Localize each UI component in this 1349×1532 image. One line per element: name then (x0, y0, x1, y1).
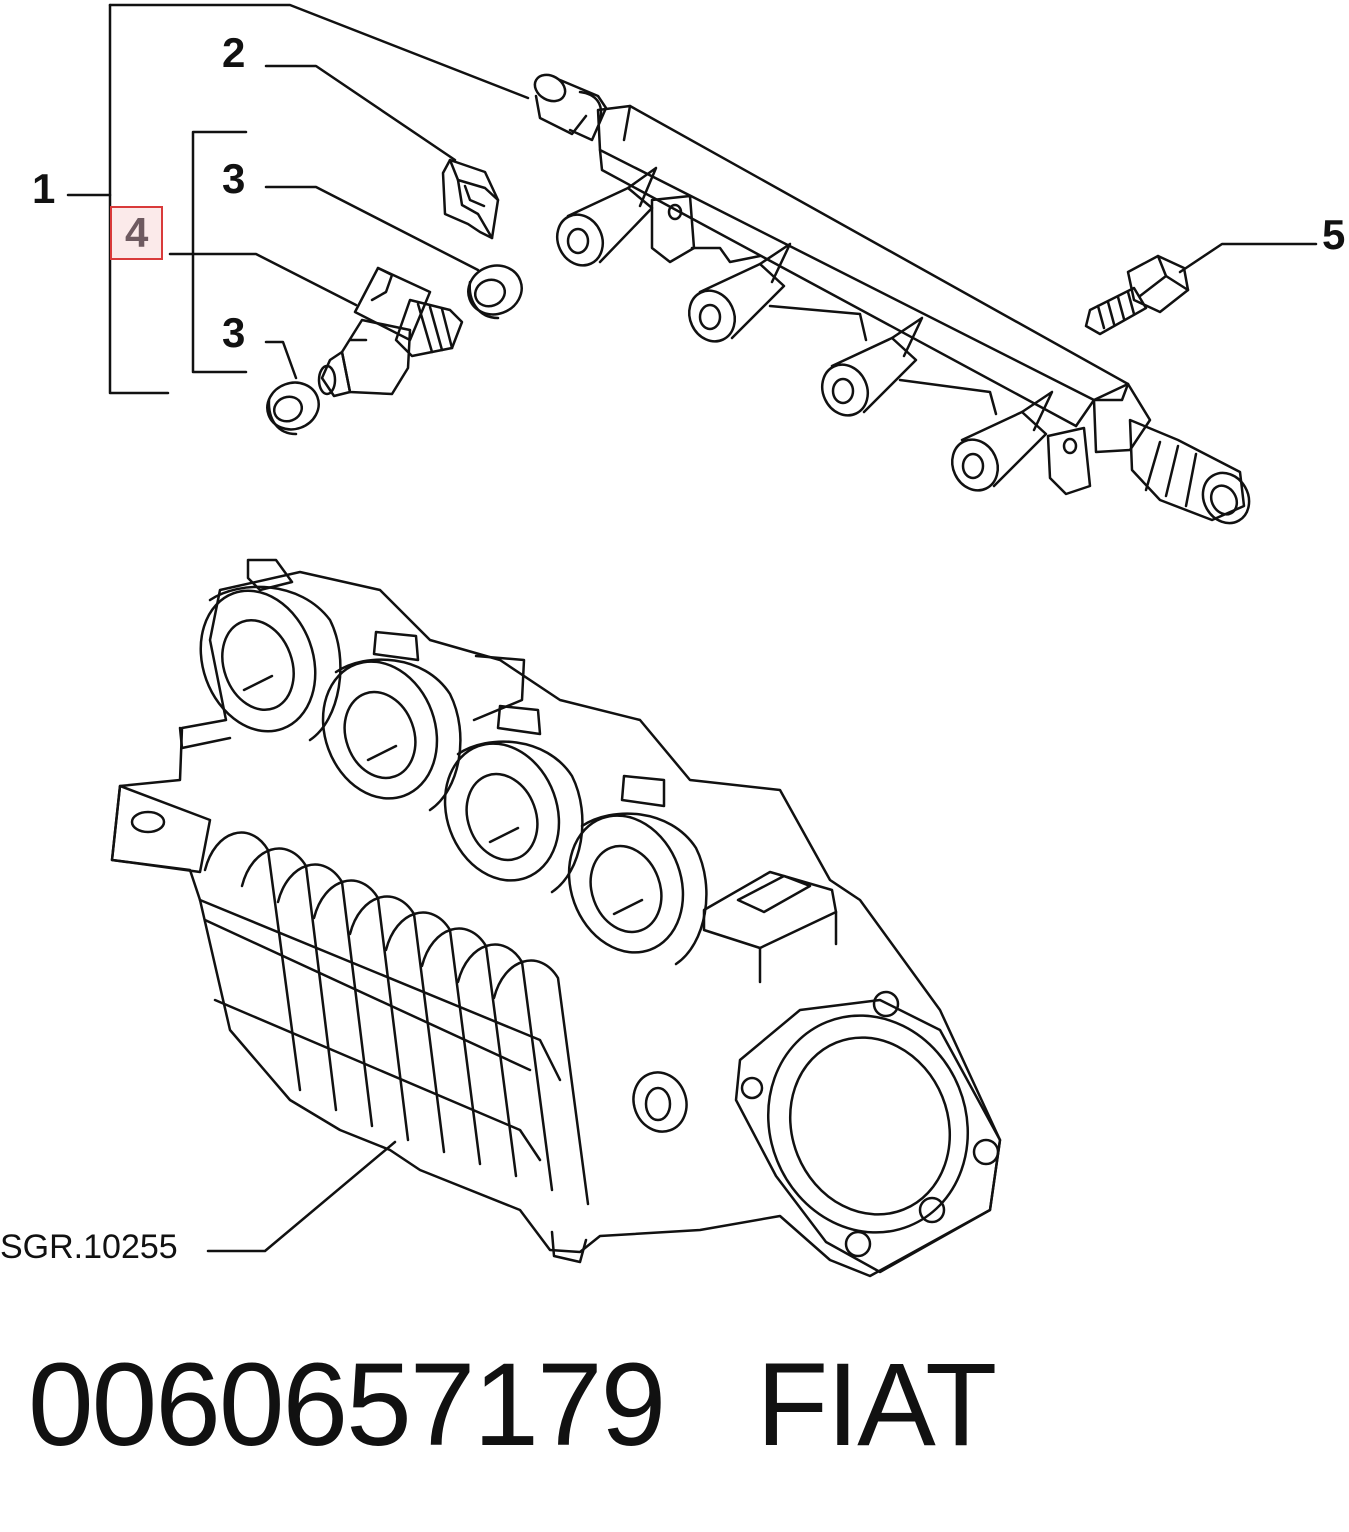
seal-ring-lower (266, 381, 320, 436)
seal-ring-upper (467, 264, 523, 320)
throttle-flange (734, 990, 1002, 1274)
intake-manifold-part (110, 558, 1002, 1278)
callout-3-upper: 3 (222, 155, 246, 202)
parts-diagram (66, 3, 1318, 1278)
diagram-reference-code: SGR.10255 (0, 1228, 178, 1266)
callout-1: 1 (32, 165, 56, 212)
clip-part (441, 158, 500, 240)
bolt-part (1084, 254, 1190, 336)
rail-cup-4 (950, 390, 1092, 496)
rail-cup-1 (555, 166, 696, 267)
rail-cup-3 (820, 316, 998, 417)
runner-flange-3 (443, 704, 584, 894)
part-number: 0060657179 (28, 1339, 666, 1471)
brand-name: FIAT (756, 1339, 997, 1471)
callout-leaders (66, 3, 1318, 1253)
runner-flange-2 (321, 630, 526, 812)
footer-caption: 0060657179 FIAT (28, 1339, 997, 1471)
fuel-rail-part (533, 73, 1251, 525)
runner-flange-1 (199, 558, 342, 742)
rail-cup-2 (687, 242, 868, 343)
callout-4-highlighted[interactable]: 4 (110, 206, 164, 260)
callout-2: 2 (222, 29, 246, 76)
callout-3-lower: 3 (222, 309, 246, 356)
plenum-ribs (198, 831, 590, 1206)
callout-5: 5 (1322, 211, 1346, 258)
runner-flange-4 (567, 774, 708, 966)
injector-part (317, 266, 464, 398)
